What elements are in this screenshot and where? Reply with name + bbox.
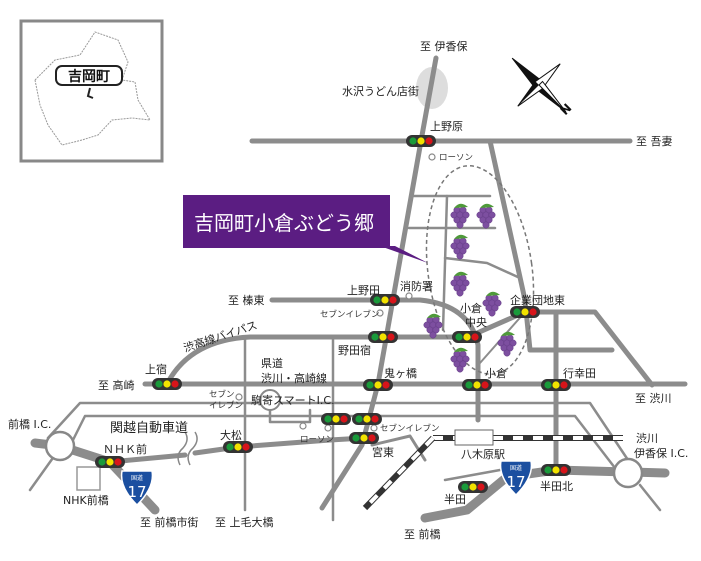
grape-icon (497, 331, 517, 357)
label-kaminohara: 上野原 (430, 120, 463, 133)
label-mizusawa: 水沢うどん店街 (342, 84, 419, 98)
inset-town-label: 吉岡町 (68, 68, 110, 85)
traffic-signal-icon (510, 306, 540, 318)
inset-locator-map: 吉岡町 (19, 19, 164, 163)
label-to-shibukawa: 至 渋川 (635, 392, 672, 405)
compass-north-label: N (558, 101, 575, 118)
place-labels: 至 伊香保 水沢うどん店街 上野原 至 吾妻 ローソン 消防署 上野田 至 榛東… (8, 39, 688, 541)
label-to-shinto: 至 榛東 (228, 294, 265, 307)
route-shield-header: 国道 (131, 474, 143, 482)
label-lawson-lower: ローソン (300, 435, 334, 445)
label-handa: 半田 (444, 492, 466, 506)
yagihara-station-building (454, 429, 494, 446)
grape-icon (450, 203, 470, 229)
label-ogura-chuo-1: 小倉 (460, 301, 482, 315)
label-nhk-mae: ＮＨＫ前 (103, 442, 147, 456)
grape-icons (423, 203, 517, 373)
label-ogura-chuo-2: 中央 (465, 316, 487, 329)
road-bypass (164, 334, 471, 387)
label-seven-eleven-left-2: イレブン (209, 400, 243, 411)
shibukawa-ic-loop (612, 457, 644, 489)
road-kigyo-danchi-north (487, 138, 615, 353)
traffic-signal-icon (349, 432, 379, 444)
traffic-signal-icon (321, 413, 351, 425)
label-nhk-maebashi: NHK前橋 (63, 493, 109, 507)
traffic-signal-icon (452, 331, 482, 343)
traffic-signal-icon (406, 135, 436, 147)
label-to-maebashi-city: 至 前橋市街 (140, 515, 199, 529)
traffic-signal-icon (223, 441, 253, 453)
label-seven-eleven-left-1: セブン (209, 389, 235, 400)
label-fire-station: 消防署 (400, 279, 433, 293)
callout-ogura-grape-village: 吉岡町小倉ぶどう郷 (183, 195, 428, 263)
poi-markers (235, 153, 436, 432)
callout-title: 吉岡町小倉ぶどう郷 (194, 211, 374, 235)
label-kanetsu-expressway: 関越自動車道 (110, 421, 188, 436)
label-omatsu: 大松 (220, 428, 242, 442)
label-shibukawa: 渋川 (636, 432, 658, 445)
grape-icon (450, 234, 470, 260)
komayose-ic-loop (259, 389, 281, 411)
grape-icon (450, 347, 470, 373)
kanetsu-expressway-north (46, 401, 630, 462)
label-prefectural-road: 県道 (261, 356, 283, 370)
label-shibukawa-takasaki-line: 渋川・高崎線 (261, 371, 327, 385)
road-kigyo-danchi (465, 309, 655, 388)
grape-icon (450, 271, 470, 297)
traffic-signal-icon (352, 413, 382, 425)
compass-icon (511, 57, 567, 113)
label-to-agatsuma: 至 吾妻 (636, 135, 673, 148)
traffic-signal-icon (462, 379, 492, 391)
label-yagihara-station: 八木原駅 (461, 448, 505, 461)
traffic-signal-icon (368, 331, 398, 343)
label-onigahashi: 鬼ヶ橋 (384, 366, 417, 380)
label-seven-eleven-lower: セブンイレブン (380, 423, 440, 434)
label-gyokoda: 行幸田 (563, 367, 596, 380)
label-to-maebashi: 至 前橋 (404, 527, 441, 541)
label-komayose-smart-ic: 駒寄スマートI.C. (251, 393, 335, 407)
traffic-signal-icon (152, 378, 182, 390)
route-shield-number: 17 (127, 483, 146, 501)
grape-area-boundary (425, 165, 535, 375)
label-ikaho-ic: 伊香保 I.C. (634, 446, 688, 460)
label-lawson-top: ローソン (439, 153, 473, 163)
route-shield-header: 国道 (510, 464, 522, 472)
maebashi-ic-loop (44, 430, 76, 462)
label-seven-eleven-upper: セブンイレブン (320, 309, 380, 320)
label-miyahigashi: 宮東 (372, 445, 394, 459)
traffic-signal-icon (541, 464, 571, 476)
route-shield-number: 17 (506, 473, 525, 491)
grape-icon (476, 203, 496, 229)
label-kigyo-danchi-higashi: 企業団地東 (510, 293, 565, 307)
traffic-signal-icon (541, 379, 571, 391)
traffic-signal-icon (458, 481, 488, 493)
label-kamijuku: 上宿 (145, 362, 167, 376)
label-ogura: 小倉 (485, 366, 507, 380)
traffic-signal-icon (95, 456, 125, 468)
label-to-ikaho: 至 伊香保 (420, 39, 468, 53)
traffic-signal-icon (370, 294, 400, 306)
label-maebashi-ic: 前橋 I.C. (8, 417, 51, 431)
label-handakita: 半田北 (540, 479, 573, 493)
grape-icon (423, 313, 443, 339)
label-to-joumou-bridge: 至 上毛大橋 (215, 515, 274, 529)
grape-icon (482, 291, 502, 317)
traffic-signals (95, 135, 571, 493)
label-to-takasaki: 至 高崎 (98, 378, 135, 392)
railway (362, 429, 623, 511)
nhk-building (76, 466, 101, 491)
traffic-signal-icon (363, 379, 393, 391)
label-kaminoda: 上野田 (347, 284, 380, 297)
label-nodajuku: 野田宿 (338, 343, 371, 357)
